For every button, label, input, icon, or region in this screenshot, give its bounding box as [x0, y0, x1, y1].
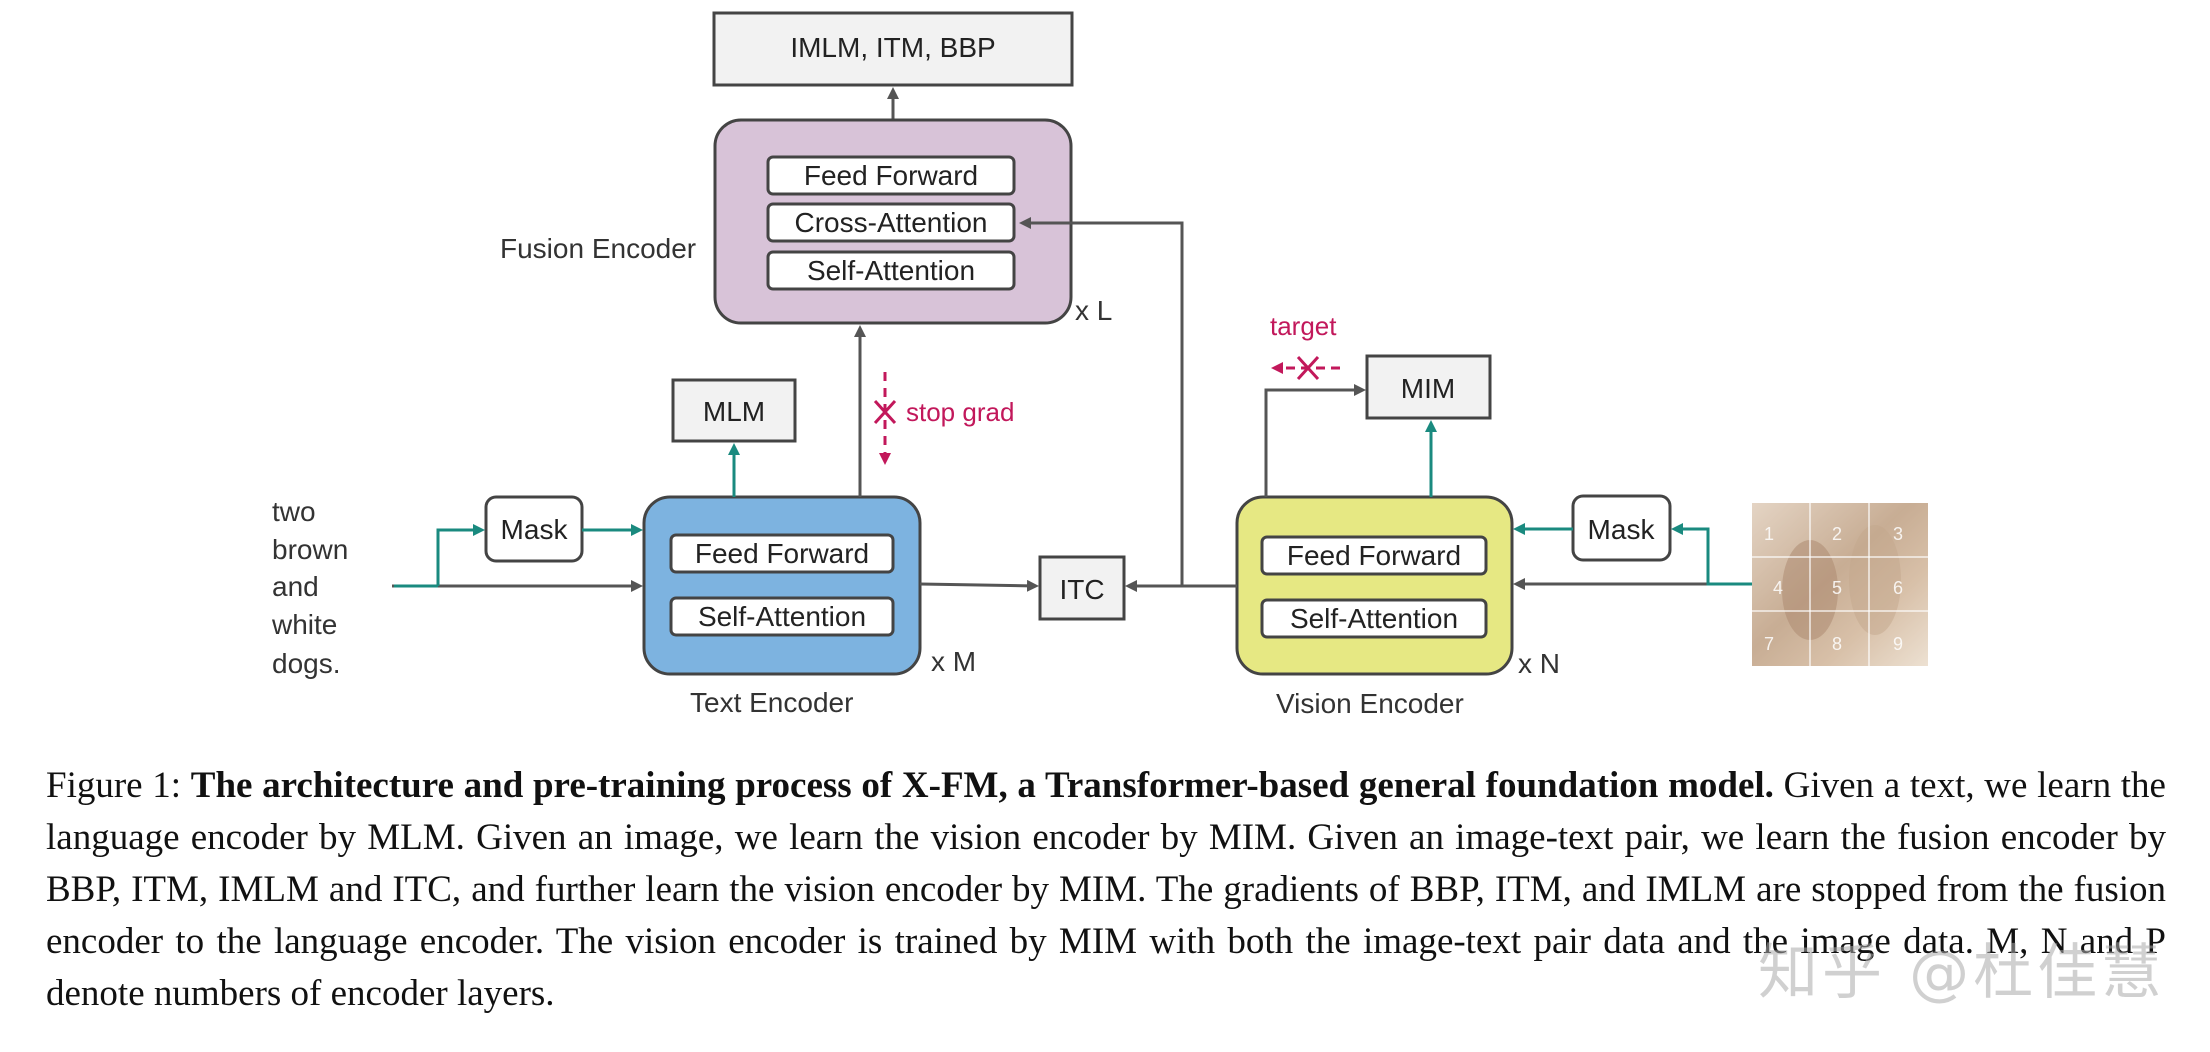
text-to-itc-arrow [919, 579, 1039, 592]
input-text-word: and [272, 571, 319, 602]
mim-label: MIM [1401, 373, 1455, 404]
input-text-word: dogs. [272, 648, 341, 679]
text-encoder-caption: Text Encoder [690, 687, 853, 718]
caption-title: The architecture and pre-training proces… [190, 765, 1774, 806]
text-repeat-label: x M [931, 646, 976, 677]
text-encoder: Feed Forward Self-Attention [642, 495, 922, 676]
target-label: target [1270, 311, 1337, 341]
output-box: IMLM, ITM, BBP [712, 11, 1074, 87]
input-text-word: two [272, 496, 316, 527]
vision-repeat-label: x N [1518, 648, 1560, 679]
fusion-self-attention-label: Self-Attention [807, 255, 975, 286]
text-layer-box [669, 596, 895, 637]
text-feed-forward-label: Feed Forward [695, 538, 869, 569]
text-input-to-mask-arrow [436, 524, 485, 586]
text-mask-box: Mask [484, 495, 584, 563]
dog-shape [1849, 525, 1901, 635]
fusion-layer-box [766, 202, 1016, 243]
image-input-to-mask-arrow [1671, 523, 1752, 586]
input-text-word: brown [272, 534, 348, 565]
text-self-attention-label: Self-Attention [698, 601, 866, 632]
vision-layer-box [1260, 535, 1488, 576]
stop-grad-marker [873, 372, 897, 465]
fusion-encoder: Feed Forward Cross-Attention Self-Attent… [713, 118, 1073, 325]
image-mask-box: Mask [1571, 494, 1672, 562]
fusion-cross-attention-label: Cross-Attention [795, 207, 988, 238]
caption-body: Given a text, we learn the language enco… [46, 765, 2166, 1014]
architecture-diagram: IMLM, ITM, BBP Feed Forward Cross-Attent… [271, 11, 1928, 719]
fusion-repeat-label: x L [1075, 295, 1112, 326]
input-image: 1 2 3 4 5 6 7 8 9 [1752, 503, 1928, 666]
vision-feed-forward-label: Feed Forward [1287, 540, 1461, 571]
mlm-label: MLM [703, 396, 765, 427]
input-text-word: white [271, 609, 337, 640]
vision-self-attention-label: Self-Attention [1290, 603, 1458, 634]
patch-number: 6 [1893, 578, 1903, 598]
caption-prefix: Figure 1: [46, 765, 191, 806]
mlm-box: MLM [671, 378, 797, 443]
vision-layer-box [1260, 598, 1488, 639]
patch-number: 5 [1832, 578, 1842, 598]
vision-to-fusion-arrow [1019, 217, 1184, 586]
vision-encoder: Feed Forward Self-Attention [1235, 495, 1514, 676]
patch-number: 7 [1764, 634, 1774, 654]
fusion-layer-box [766, 155, 1016, 196]
figure-caption: Figure 1: The architecture and pre-train… [46, 760, 2166, 1020]
stop-grad-label: stop grad [906, 397, 1014, 427]
patch-number: 4 [1773, 578, 1783, 598]
patch-number: 1 [1764, 524, 1774, 544]
mim-box: MIM [1365, 354, 1492, 420]
vision-encoder-caption: Vision Encoder [1276, 688, 1464, 719]
fusion-encoder-caption: Fusion Encoder [500, 233, 696, 264]
text-layer-box [669, 533, 895, 574]
itc-label: ITC [1059, 574, 1104, 605]
target-marker [1271, 355, 1340, 381]
vision-to-mim-target-arrow [1264, 384, 1366, 497]
patch-number: 9 [1893, 634, 1903, 654]
itc-box: ITC [1038, 555, 1126, 621]
image-mask-label: Mask [1588, 514, 1656, 545]
text-mask-label: Mask [501, 514, 569, 545]
watermark: 知乎 @杜佳慧 [1758, 938, 2166, 1008]
patch-number: 3 [1893, 524, 1903, 544]
patch-number: 2 [1832, 524, 1842, 544]
fusion-layer-box [766, 250, 1016, 291]
output-box-label: IMLM, ITM, BBP [790, 32, 995, 63]
input-text: two brown and white dogs. [271, 496, 348, 679]
patch-number: 8 [1832, 634, 1842, 654]
fusion-feed-forward-label: Feed Forward [804, 160, 978, 191]
